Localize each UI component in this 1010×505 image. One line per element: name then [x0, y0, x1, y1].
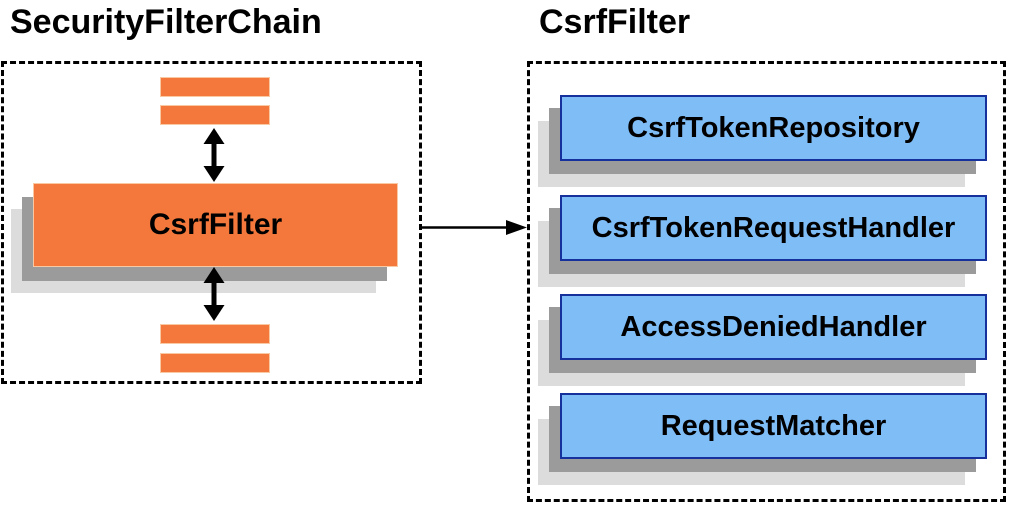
- right-arrow-icon: [421, 220, 527, 235]
- component-box-csrf-token-repository: CsrfTokenRepository: [560, 95, 987, 161]
- filter-chain-bar: [160, 105, 270, 125]
- csrf-filter-container: [527, 61, 1006, 502]
- security-filter-chain-title: SecurityFilterChain: [10, 3, 322, 41]
- csrf-filter-title: CsrfFilter: [539, 3, 691, 41]
- security-filter-chain-container: [1, 61, 422, 384]
- csrf-filter-box: CsrfFilter: [33, 183, 398, 267]
- vertical-double-arrow-icon: [203, 128, 225, 182]
- component-box-request-matcher: RequestMatcher: [560, 393, 987, 459]
- filter-chain-bar: [160, 324, 270, 344]
- filter-chain-bar: [160, 353, 270, 373]
- component-box-csrf-token-request-handler: CsrfTokenRequestHandler: [560, 195, 987, 261]
- filter-chain-bar: [160, 77, 270, 97]
- csrf-filter-box-label: CsrfFilter: [148, 208, 283, 241]
- vertical-double-arrow-icon: [203, 267, 225, 321]
- component-box-access-denied-handler: AccessDeniedHandler: [560, 294, 987, 360]
